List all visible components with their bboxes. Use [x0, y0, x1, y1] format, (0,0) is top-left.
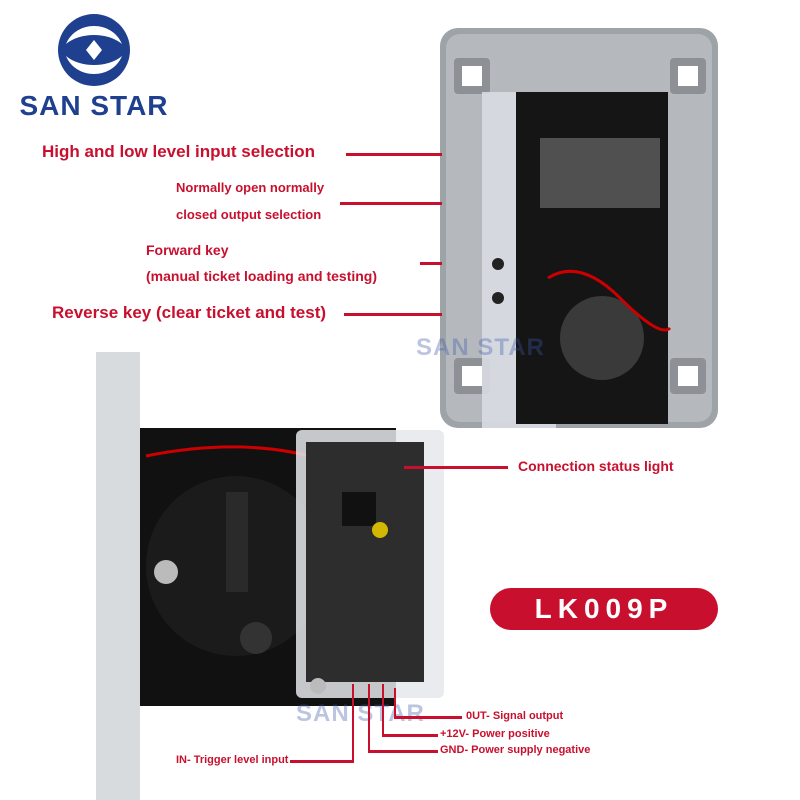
leader-line	[404, 466, 508, 469]
leader-line	[420, 262, 442, 265]
wire-gnd-label: GND- Power supply negative	[440, 744, 591, 756]
leader-line	[346, 153, 442, 156]
wire-12v-label: +12V- Power positive	[440, 728, 550, 740]
watermark-text: SAN STAR	[296, 700, 425, 727]
leader-line	[394, 716, 462, 719]
callout-no-nc-line2: closed output selection	[176, 207, 322, 222]
callout-forward-line1: Forward key	[146, 242, 229, 258]
product-side-view	[96, 352, 444, 800]
callout-no-nc-line1: Normally open normally	[176, 180, 325, 195]
callout-forward-line2: (manual ticket loading and testing)	[146, 268, 378, 284]
wire-in-label: IN- Trigger level input	[176, 754, 289, 766]
model-badge: LK009P	[490, 588, 718, 630]
leader-line	[382, 684, 384, 734]
leader-line	[290, 760, 354, 763]
leader-line	[340, 202, 442, 205]
brand-name: SAN STAR	[19, 90, 169, 121]
product-rear-view	[440, 28, 718, 428]
leader-line	[344, 313, 442, 316]
brand-logo-icon	[58, 14, 130, 86]
leader-line	[368, 750, 438, 753]
watermark-text: SAN STAR	[416, 334, 545, 361]
leader-line	[394, 688, 396, 716]
callout-status-light: Connection status light	[518, 458, 674, 474]
callout-level-select: High and low level input selection	[42, 142, 315, 161]
wire-out-label: 0UT- Signal output	[466, 710, 564, 722]
callout-reverse: Reverse key (clear ticket and test)	[52, 303, 327, 322]
leader-line	[368, 684, 370, 750]
leader-line	[352, 684, 354, 760]
leader-line	[382, 734, 438, 737]
